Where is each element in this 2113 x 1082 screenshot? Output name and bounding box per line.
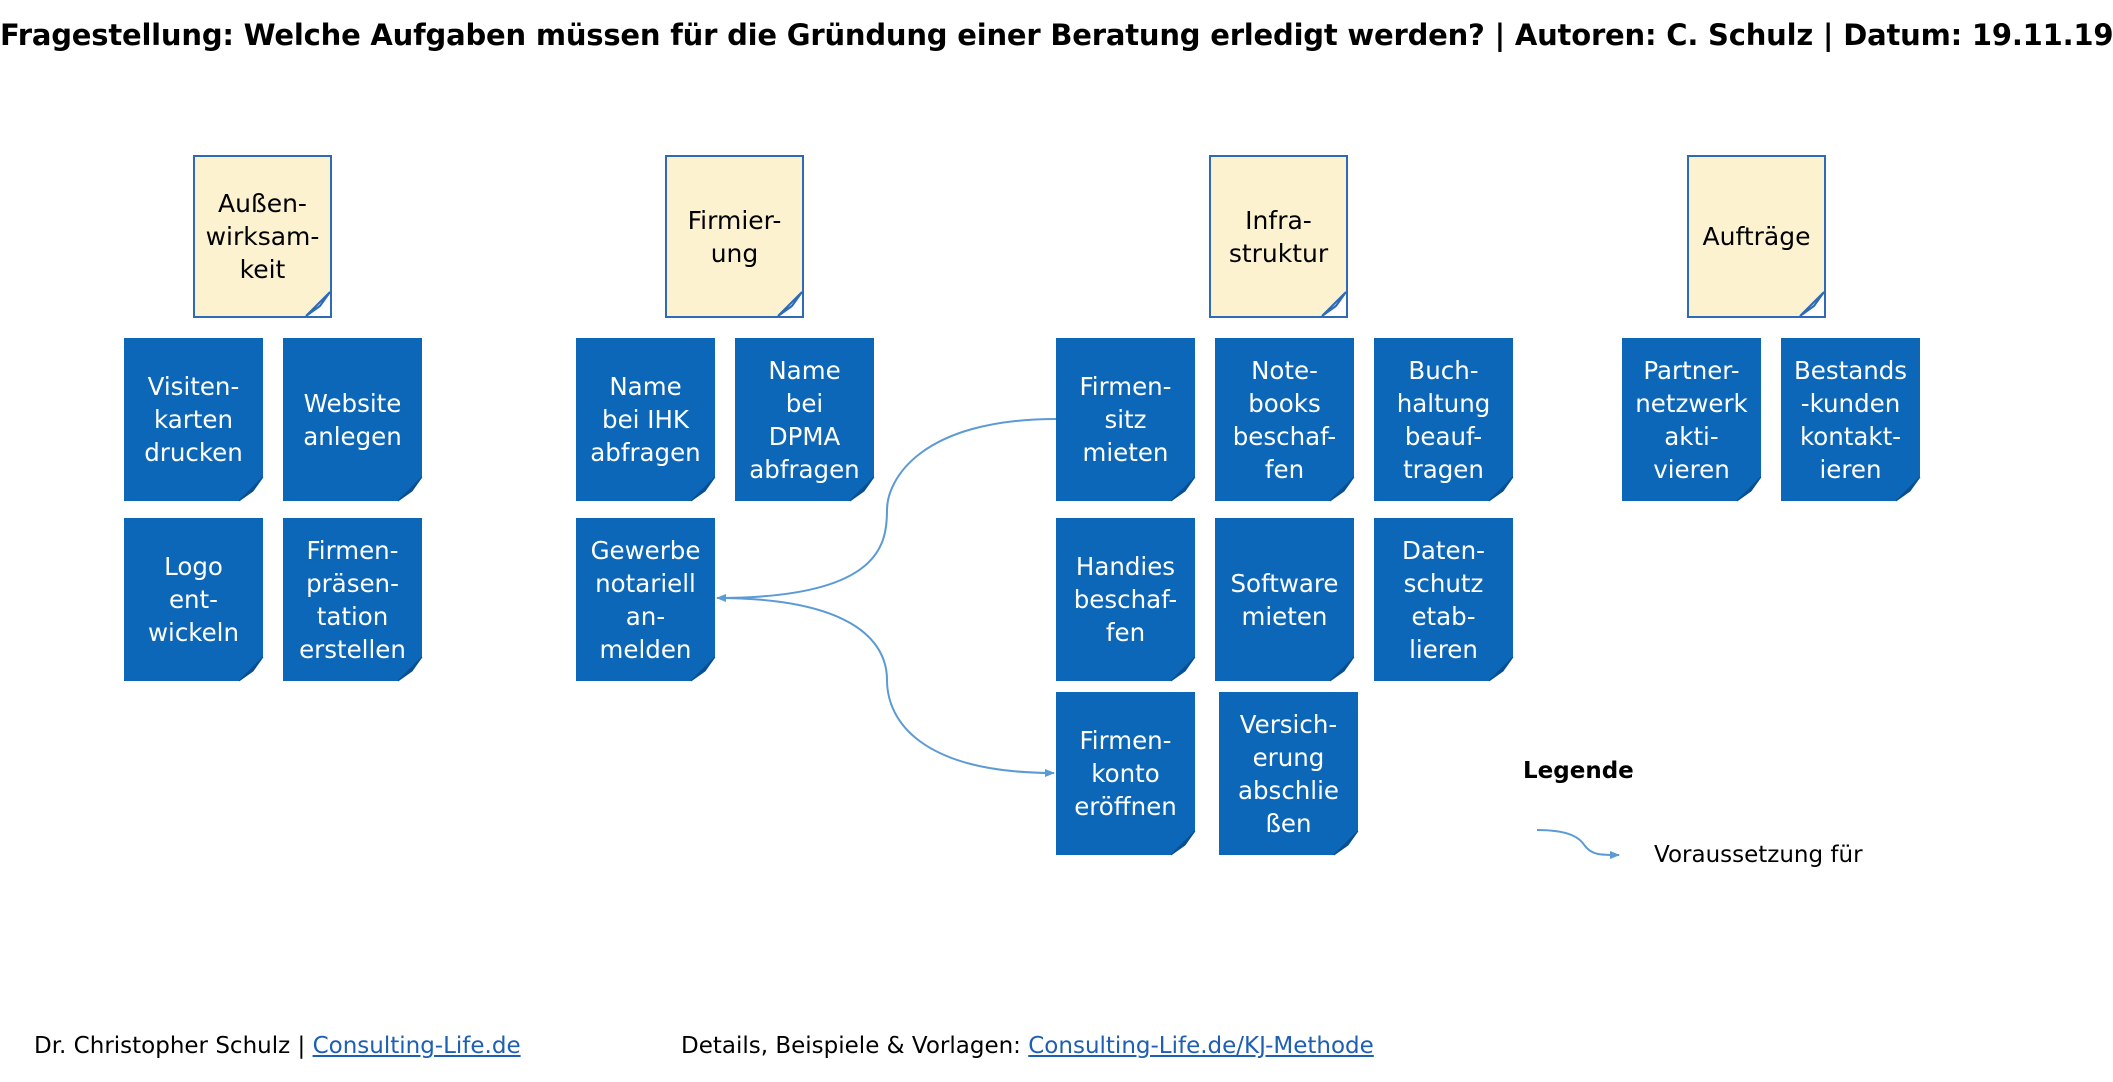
task-card-firmenpraesentation: Firmen- präsen- tation erstellen — [283, 518, 423, 682]
task-card-datenschutz: Daten- schutz etab- lieren — [1374, 518, 1514, 682]
task-card-bestandskunden: Bestands -kunden kontakt- ieren — [1781, 338, 1921, 502]
note-fold-corner-icon — [1488, 476, 1514, 502]
legend-title: Legende — [1523, 758, 1634, 784]
footer-author-link[interactable]: Consulting-Life.de — [312, 1033, 521, 1059]
note-fold-corner-icon — [238, 656, 264, 682]
note-fold-corner-icon — [397, 656, 423, 682]
category-header-aussenwirksamkeit: Außen- wirksam- keit — [193, 155, 332, 318]
note-fold-corner-icon — [238, 476, 264, 502]
task-card-partnernetzwerk: Partner- netzwerk akti- vieren — [1622, 338, 1762, 502]
note-fold-corner-icon — [1895, 476, 1921, 502]
task-card-logo: Logo ent- wickeln — [124, 518, 264, 682]
category-header-infrastruktur: Infra- struktur — [1209, 155, 1348, 318]
note-fold-corner-icon — [1321, 291, 1347, 317]
task-card-buchhaltung: Buch- haltung beauf- tragen — [1374, 338, 1514, 502]
task-card-software: Software mieten — [1215, 518, 1355, 682]
task-card-firmenkonto: Firmen- konto eröffnen — [1056, 692, 1196, 856]
legend-arrow-label: Voraussetzung für — [1654, 842, 1863, 868]
category-header-firmierung: Firmier- ung — [665, 155, 804, 318]
note-fold-corner-icon — [690, 476, 716, 502]
note-fold-corner-icon — [1170, 656, 1196, 682]
task-card-handies: Handies beschaf- fen — [1056, 518, 1196, 682]
note-fold-corner-icon — [1170, 830, 1196, 856]
task-card-name-dpma: Name bei DPMA abfragen — [735, 338, 875, 502]
task-card-gewerbe: Gewerbe notariell an- melden — [576, 518, 716, 682]
task-card-visitenkarten: Visiten- karten drucken — [124, 338, 264, 502]
note-fold-corner-icon — [1329, 656, 1355, 682]
note-fold-corner-icon — [397, 476, 423, 502]
note-fold-corner-icon — [1333, 830, 1359, 856]
footer-author-text: Dr. Christopher Schulz | — [34, 1033, 313, 1059]
note-fold-corner-icon — [1736, 476, 1762, 502]
footer-details-link[interactable]: Consulting-Life.de/KJ-Methode — [1028, 1033, 1374, 1059]
category-header-auftraege: Aufträge — [1687, 155, 1826, 318]
note-fold-corner-icon — [1170, 476, 1196, 502]
task-card-firmensitz: Firmen- sitz mieten — [1056, 338, 1196, 502]
task-card-name-ihk: Name bei IHK abfragen — [576, 338, 716, 502]
note-fold-corner-icon — [777, 291, 803, 317]
note-fold-corner-icon — [305, 291, 331, 317]
footer-details: Details, Beispiele & Vorlagen: Consultin… — [681, 1033, 1374, 1059]
footer-author: Dr. Christopher Schulz | Consulting-Life… — [34, 1033, 521, 1059]
note-fold-corner-icon — [1799, 291, 1825, 317]
task-card-versicherung: Versich- erung abschlie ßen — [1219, 692, 1359, 856]
footer-details-text: Details, Beispiele & Vorlagen: — [681, 1033, 1029, 1059]
note-fold-corner-icon — [849, 476, 875, 502]
note-fold-corner-icon — [1329, 476, 1355, 502]
note-fold-corner-icon — [1488, 656, 1514, 682]
legend-arrow-icon — [1536, 829, 1620, 859]
task-card-notebooks: Note- books beschaf- fen — [1215, 338, 1355, 502]
task-card-website: Website anlegen — [283, 338, 423, 502]
page-title: Fragestellung: Welche Aufgaben müssen fü… — [0, 18, 2113, 52]
dependency-arrow-gewerbe-to-firmenkonto — [716, 597, 1055, 777]
note-fold-corner-icon — [690, 656, 716, 682]
